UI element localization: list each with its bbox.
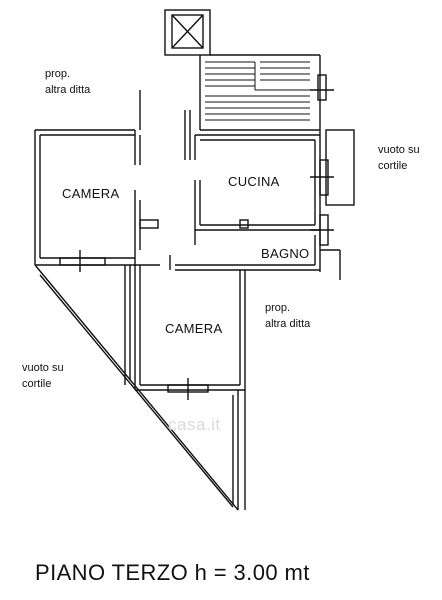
note-prop-top-line1: prop. (45, 68, 71, 80)
corridor-walls (139, 90, 191, 160)
note-prop-top-line2: altra ditta (45, 84, 91, 96)
courtyard-outline (34, 264, 246, 511)
note-vuoto-right-line1: vuoto su (378, 144, 420, 156)
room-cucina-walls (194, 129, 355, 231)
note-vuoto-left-line2: cortile (22, 378, 52, 390)
note-vuoto-right-line2: cortile (378, 160, 408, 172)
room-label-bagno: BAGNO (261, 246, 310, 261)
stairwell (199, 54, 334, 135)
room-camera-bottom-walls (134, 255, 246, 400)
room-label-camera-left: CAMERA (62, 186, 120, 201)
room-bagno-walls (175, 214, 341, 280)
watermark-logo: casa.it (168, 415, 221, 434)
note-prop-mid-line1: prop. (265, 302, 291, 314)
room-camera-left-walls (34, 129, 159, 272)
note-vuoto-left: vuoto su cortile (22, 360, 64, 392)
room-label-cucina: CUCINA (228, 174, 280, 189)
note-vuoto-right: vuoto su cortile (378, 142, 420, 174)
note-prop-mid-line2: altra ditta (265, 318, 311, 330)
note-prop-mid: prop. altra ditta (265, 300, 310, 332)
note-prop-top: prop. altra ditta (45, 66, 90, 98)
room-label-camera-bottom: CAMERA (165, 321, 223, 336)
plan-title: PIANO TERZO h = 3.00 mt (35, 560, 310, 585)
note-vuoto-left-line1: vuoto su (22, 362, 64, 374)
lift-shaft (164, 9, 211, 56)
